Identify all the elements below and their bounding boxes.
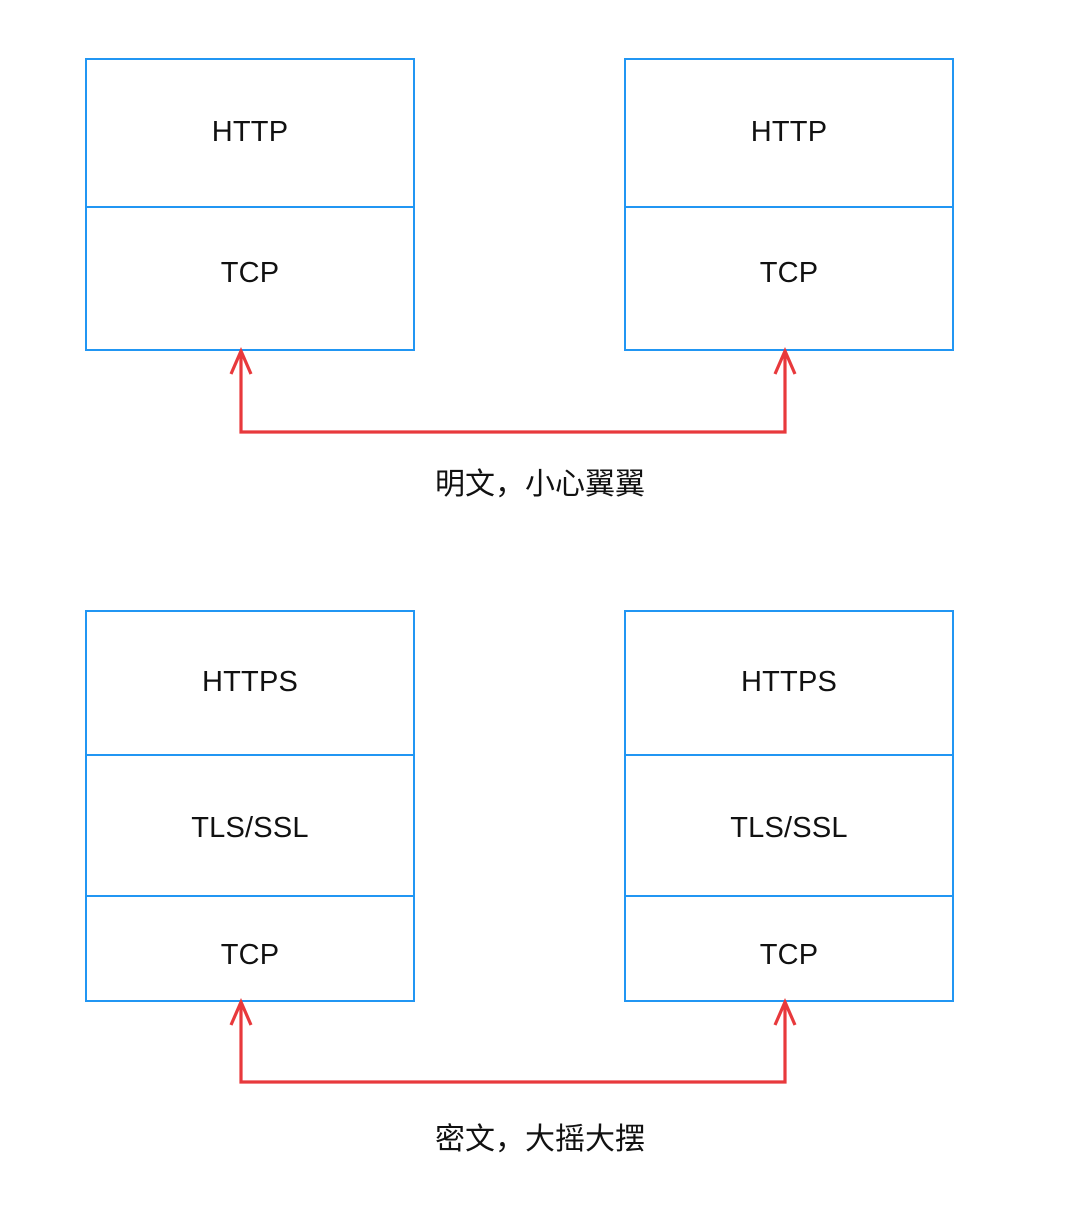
protocol-layer-http: HTTP bbox=[626, 60, 952, 206]
protocol-layer-tcp: TCP bbox=[87, 206, 413, 353]
protocol-layer-tls-ssl: TLS/SSL bbox=[87, 754, 413, 895]
http-client-stack: HTTP TCP bbox=[85, 58, 415, 351]
protocol-layer-tcp: TCP bbox=[626, 895, 952, 1004]
protocol-layer-label: TCP bbox=[759, 257, 819, 289]
protocol-layer-https: HTTPS bbox=[626, 612, 952, 754]
protocol-layer-label: TLS/SSL bbox=[191, 812, 309, 844]
protocol-layer-tls-ssl: TLS/SSL bbox=[626, 754, 952, 895]
protocol-layer-label: HTTP bbox=[750, 116, 828, 148]
protocol-layer-tcp: TCP bbox=[626, 206, 952, 353]
protocol-layer-label: HTTP bbox=[211, 116, 289, 148]
protocol-layer-label: TCP bbox=[220, 939, 280, 971]
protocol-layer-label: HTTPS bbox=[201, 666, 299, 698]
http-server-stack: HTTP TCP bbox=[624, 58, 954, 351]
protocol-layer-http: HTTP bbox=[87, 60, 413, 206]
protocol-layer-label: TCP bbox=[220, 257, 280, 289]
protocol-layer-tcp: TCP bbox=[87, 895, 413, 1004]
protocol-layer-label: TLS/SSL bbox=[730, 812, 848, 844]
protocol-layer-label: HTTPS bbox=[740, 666, 838, 698]
https-caption: 密文，大摇大摆 bbox=[435, 1123, 645, 1156]
https-client-stack: HTTPS TLS/SSL TCP bbox=[85, 610, 415, 1002]
protocol-layer-https: HTTPS bbox=[87, 612, 413, 754]
http-caption: 明文，小心翼翼 bbox=[435, 468, 645, 501]
https-server-stack: HTTPS TLS/SSL TCP bbox=[624, 610, 954, 1002]
protocol-layer-label: TCP bbox=[759, 939, 819, 971]
